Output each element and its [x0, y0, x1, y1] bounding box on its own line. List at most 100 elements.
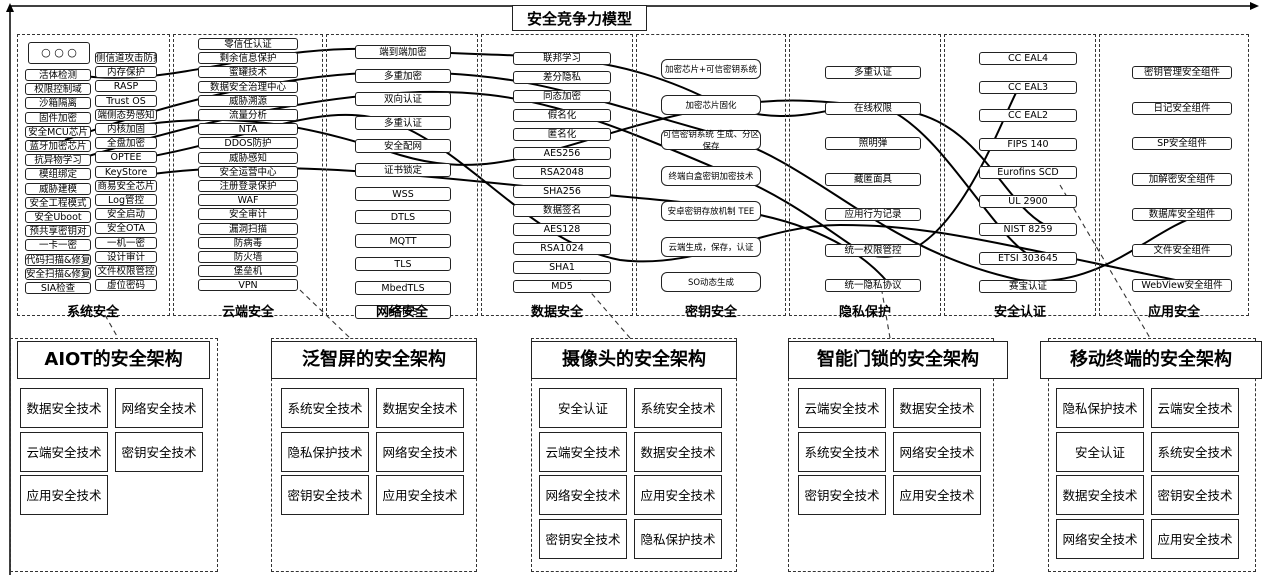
technique-item: 威胁溯源 — [198, 94, 298, 107]
tech-cell: 密钥安全技术 — [115, 431, 203, 472]
arch-smart-screen-title: 泛智屏的安全架构 — [271, 341, 477, 379]
tech-cell: 云端安全技术 — [798, 388, 886, 428]
arch-aiot — [10, 338, 218, 572]
column-title-data: 数据安全 — [530, 305, 583, 320]
technique-item: 文件权限管控 — [95, 265, 157, 277]
technique-item: 安全工程模式 — [25, 196, 91, 209]
arch-mobile-title: 移动终端的安全架构 — [1040, 341, 1262, 379]
tech-cell: 数据安全技术 — [893, 388, 981, 428]
arch-smart-lock — [788, 338, 994, 572]
tech-cell: 隐私保护技术 — [281, 431, 369, 472]
tech-cell: 密钥安全技术 — [1151, 475, 1239, 515]
arch-camera — [531, 338, 737, 572]
tech-cell: 应用安全技术 — [634, 475, 722, 515]
technique-item: 统一权限管控 — [825, 243, 921, 257]
technique-item: 在线权限 — [825, 101, 921, 115]
arch-mobile — [1048, 338, 1256, 572]
tech-cell: 安全认证 — [1056, 431, 1144, 472]
technique-item: 漏洞扫描 — [198, 222, 298, 235]
technique-item: Trust OS — [95, 94, 157, 107]
technique-item: 蜜罐技术 — [198, 66, 298, 79]
technique-item: AES256 — [513, 147, 611, 160]
technique-item: ETSI 303645 — [979, 251, 1077, 265]
tech-cell: 网络安全技术 — [893, 431, 981, 472]
tech-cell: 应用安全技术 — [1151, 518, 1239, 559]
technique-item: VPN — [198, 279, 298, 292]
tech-cell: 应用安全技术 — [376, 475, 464, 515]
technique-item: 堡垒机 — [198, 265, 298, 278]
technique-item: 流量分析 — [198, 109, 298, 121]
technique-item: 威胁建模 — [25, 182, 91, 195]
technique-item: 多重认证 — [825, 66, 921, 79]
technique-item: 虚位密码 — [95, 279, 157, 292]
technique-item: 藏匿面具 — [825, 172, 921, 186]
technique-item: 联邦学习 — [513, 52, 611, 65]
tech-cell: 网络安全技术 — [539, 475, 627, 515]
column-app-security — [1099, 34, 1249, 316]
technique-item: 一卡一密 — [25, 239, 91, 252]
technique-item: 一机一密 — [95, 236, 157, 249]
technique-item: MD5 — [513, 280, 611, 293]
technique-item: 威胁感知 — [198, 151, 298, 164]
technique-item: UL 2900 — [979, 194, 1077, 208]
tech-cell: 密钥安全技术 — [539, 518, 627, 559]
tech-cell: 隐私保护技术 — [634, 518, 722, 559]
technique-item: CC EAL4 — [979, 52, 1077, 65]
window-dots-icon: ○ ○ ○ — [28, 42, 90, 64]
technique-item: 双向认证 — [355, 92, 451, 107]
tech-cell: 网络安全技术 — [115, 388, 203, 428]
technique-item: 匿名化 — [513, 128, 611, 141]
tech-cell: 数据安全技术 — [376, 388, 464, 428]
tech-cell: 网络安全技术 — [1056, 518, 1144, 559]
technique-item: 代码扫描&修复 — [25, 253, 91, 266]
technique-item: 安全OTA — [95, 222, 157, 235]
technique-item: 同态加密 — [513, 90, 611, 103]
column-title-privacy: 隐私保护 — [838, 305, 891, 320]
technique-item: 注册登录保护 — [198, 180, 298, 192]
technique-item: 多重加密 — [355, 68, 451, 83]
arch-aiot-title: AIOT的安全架构 — [17, 341, 210, 379]
technique-item: 内存保护 — [95, 66, 157, 79]
technique-item: 沙箱隔离 — [25, 97, 91, 110]
arch-smart-screen — [271, 338, 477, 572]
technique-item: 云端生成，保存，认证 — [661, 236, 761, 257]
column-certification — [944, 34, 1096, 316]
technique-item: 统一隐私协议 — [825, 279, 921, 292]
technique-item: 数据签名 — [513, 204, 611, 217]
column-title-system: 系统安全 — [66, 305, 119, 320]
technique-item: RSA2048 — [513, 166, 611, 179]
column-title-key: 密钥安全 — [684, 305, 737, 320]
technique-item: AES128 — [513, 223, 611, 236]
column-key-security — [636, 34, 786, 316]
technique-item: 证书锁定 — [355, 163, 451, 177]
technique-item: 安全配网 — [355, 139, 451, 154]
technique-item: 侧信道攻击防护 — [95, 52, 157, 64]
technique-item: KeyStore — [95, 165, 157, 178]
technique-item: 防病毒 — [198, 236, 298, 249]
tech-cell: 应用安全技术 — [893, 475, 981, 515]
technique-item: MbedTLS — [355, 281, 451, 295]
technique-item: 假名化 — [513, 109, 611, 122]
technique-item: 数据库安全组件 — [1132, 208, 1232, 221]
tech-cell: 系统安全技术 — [634, 388, 722, 428]
column-data-security — [481, 34, 633, 316]
technique-item: FIPS 140 — [979, 137, 1077, 151]
technique-item: 蓝牙加密芯片 — [25, 140, 91, 152]
technique-item: 全盘加密 — [95, 137, 157, 150]
technique-item: Eurofins SCD — [979, 166, 1077, 179]
technique-item: 差分隐私 — [513, 71, 611, 84]
technique-item: Log管控 — [95, 194, 157, 206]
technique-item: 商易安全芯片 — [95, 179, 157, 192]
technique-item: 终端白盒密钥加密技术 — [661, 165, 761, 186]
technique-item: 密钥管理安全组件 — [1132, 66, 1232, 79]
technique-item: 应用行为记录 — [825, 208, 921, 221]
technique-item: TLS — [355, 257, 451, 272]
technique-item: HTTPS — [355, 304, 451, 319]
technique-item: 数据安全治理中心 — [198, 80, 298, 93]
technique-item: 照明弹 — [825, 137, 921, 150]
column-title-network: 网络安全 — [375, 305, 428, 320]
technique-item: 日记安全组件 — [1132, 101, 1232, 115]
tech-cell: 数据安全技术 — [1056, 475, 1144, 515]
column-title-certification: 安全认证 — [993, 305, 1046, 320]
technique-item: DTLS — [355, 210, 451, 225]
